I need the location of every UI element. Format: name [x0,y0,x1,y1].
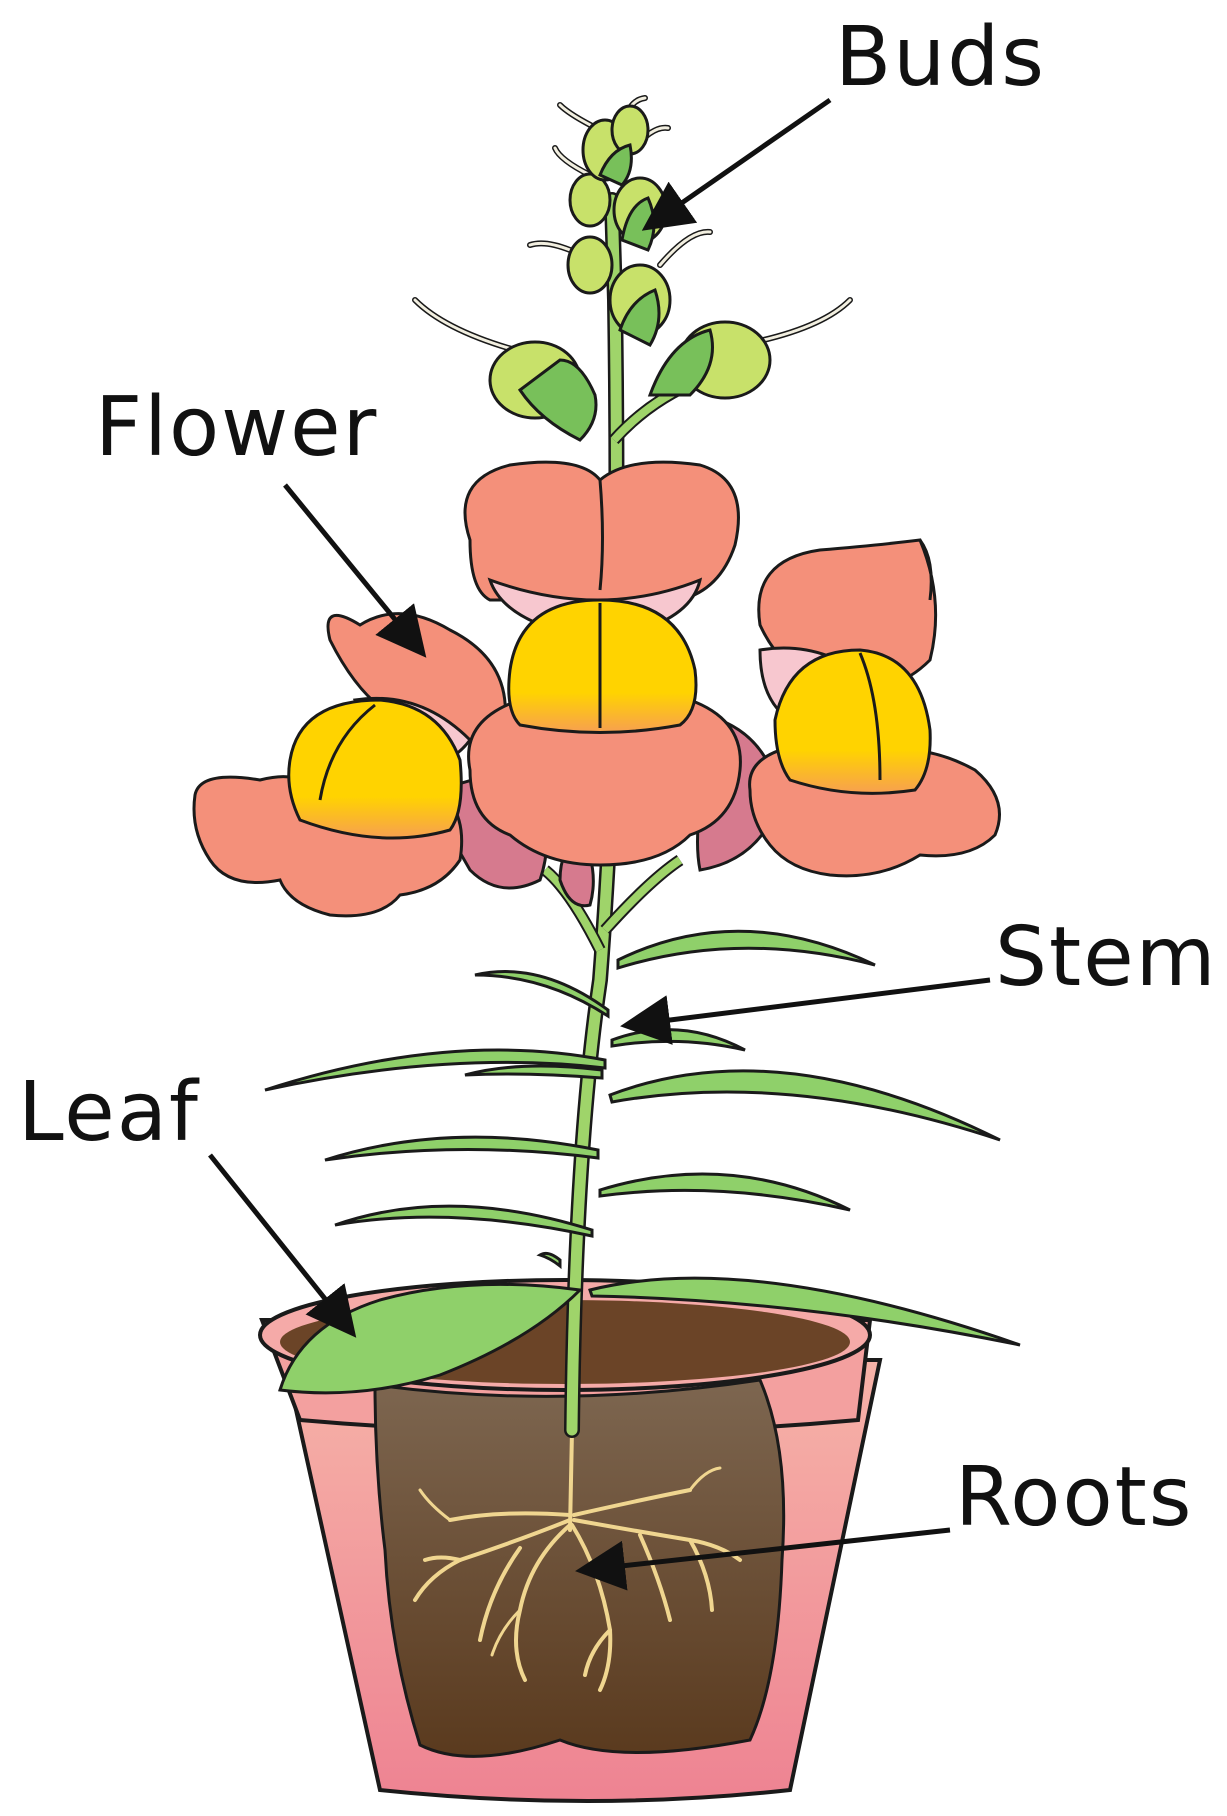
flower-right-lip [775,650,930,793]
arrow-buds [650,100,830,225]
label-roots: Roots [955,1450,1194,1545]
flowers [194,462,1000,916]
label-leaf: Leaf [18,1065,200,1160]
flower-left-lip [289,700,462,838]
flower-center-lip [509,600,696,733]
arrow-stem [630,980,990,1025]
soil-cutaway [375,1380,784,1756]
label-flower: Flower [95,380,378,475]
buds [415,98,850,440]
arrow-leaf [210,1155,350,1330]
label-stem: Stem [995,910,1218,1005]
label-buds: Buds [835,10,1046,105]
